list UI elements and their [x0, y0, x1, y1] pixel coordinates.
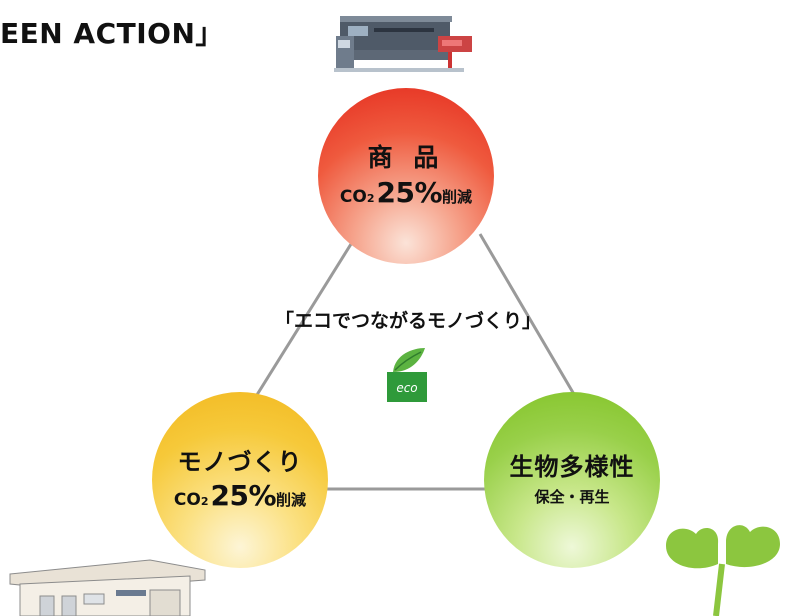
slogan-text: 「エコでつながるモノづくり」 [274, 310, 541, 332]
node-product-title: 商 品 [367, 142, 445, 172]
node-manufacturing-target: CO 2 25% 削減 [174, 479, 306, 512]
connector-top-right [478, 233, 577, 397]
node-product: 商 品 CO 2 25% 削減 [318, 88, 494, 264]
co-subscript: 2 [200, 495, 209, 508]
node-biodiversity-title: 生物多様性 [509, 453, 635, 481]
node-biodiversity-subtitle: 保全・再生 [534, 488, 610, 506]
node-biodiversity: 生物多様性 保全・再生 [484, 392, 660, 568]
machine-illustration [334, 16, 472, 72]
co-text: CO [339, 186, 367, 207]
node-manufacturing-title: モノづくり [177, 448, 303, 476]
reduction-percent: 25% [210, 479, 277, 512]
reduction-percent: 25% [376, 175, 443, 209]
co-text: CO [173, 490, 201, 510]
eco-leaf-icon: eco [387, 348, 427, 402]
reduction-label: 削減 [276, 491, 307, 509]
eco-badge-label: eco [396, 381, 417, 395]
sprout-icon [666, 525, 780, 616]
reduction-label: 削減 [442, 187, 473, 206]
co-subscript: 2 [366, 191, 375, 205]
node-product-target: CO 2 25% 削減 [340, 176, 472, 209]
connector-top-left [253, 235, 358, 399]
node-manufacturing: モノづくり CO 2 25% 削減 [152, 392, 328, 568]
page-title: EEN ACTION」 [0, 17, 224, 50]
factory-illustration [9, 559, 206, 616]
